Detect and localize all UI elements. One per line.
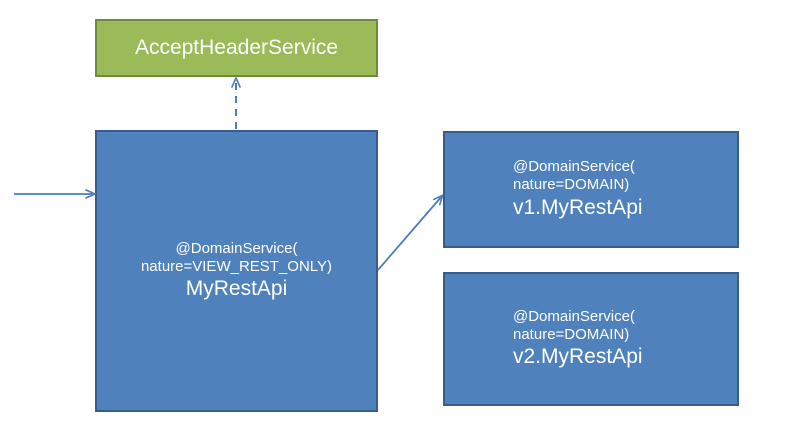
- node-my-rest-api-annotation-line1: @DomainService(: [175, 239, 298, 257]
- node-v1-my-rest-api-text: @DomainService( nature=DOMAIN) v1.MyRest…: [445, 158, 737, 221]
- node-v2-my-rest-api-text: @DomainService( nature=DOMAIN) v2.MyRest…: [445, 308, 737, 371]
- node-my-rest-api-annotation-line2: nature=VIEW_REST_ONLY): [140, 257, 333, 275]
- node-my-rest-api[interactable]: @DomainService( nature=VIEW_REST_ONLY) M…: [95, 130, 378, 412]
- node-accept-header-service[interactable]: AcceptHeaderService: [95, 19, 378, 77]
- node-v1-my-rest-api[interactable]: @DomainService( nature=DOMAIN) v1.MyRest…: [443, 131, 739, 248]
- node-v2-my-rest-api[interactable]: @DomainService( nature=DOMAIN) v2.MyRest…: [443, 272, 739, 406]
- node-accept-header-service-label: AcceptHeaderService: [134, 35, 339, 59]
- node-v2-my-rest-api-annotation-line2: nature=DOMAIN): [513, 325, 630, 343]
- connector-to-v1: [377, 194, 444, 271]
- node-v1-my-rest-api-name: v1.MyRestApi: [513, 195, 643, 219]
- node-my-rest-api-text: @DomainService( nature=VIEW_REST_ONLY) M…: [97, 240, 376, 303]
- node-v1-my-rest-api-annotation-line2: nature=DOMAIN): [513, 176, 630, 194]
- node-v1-my-rest-api-annotation-line1: @DomainService(: [513, 158, 635, 176]
- node-my-rest-api-name: MyRestApi: [185, 277, 288, 301]
- node-v2-my-rest-api-annotation-line1: @DomainService(: [513, 307, 635, 325]
- node-v2-my-rest-api-name: v2.MyRestApi: [513, 345, 643, 369]
